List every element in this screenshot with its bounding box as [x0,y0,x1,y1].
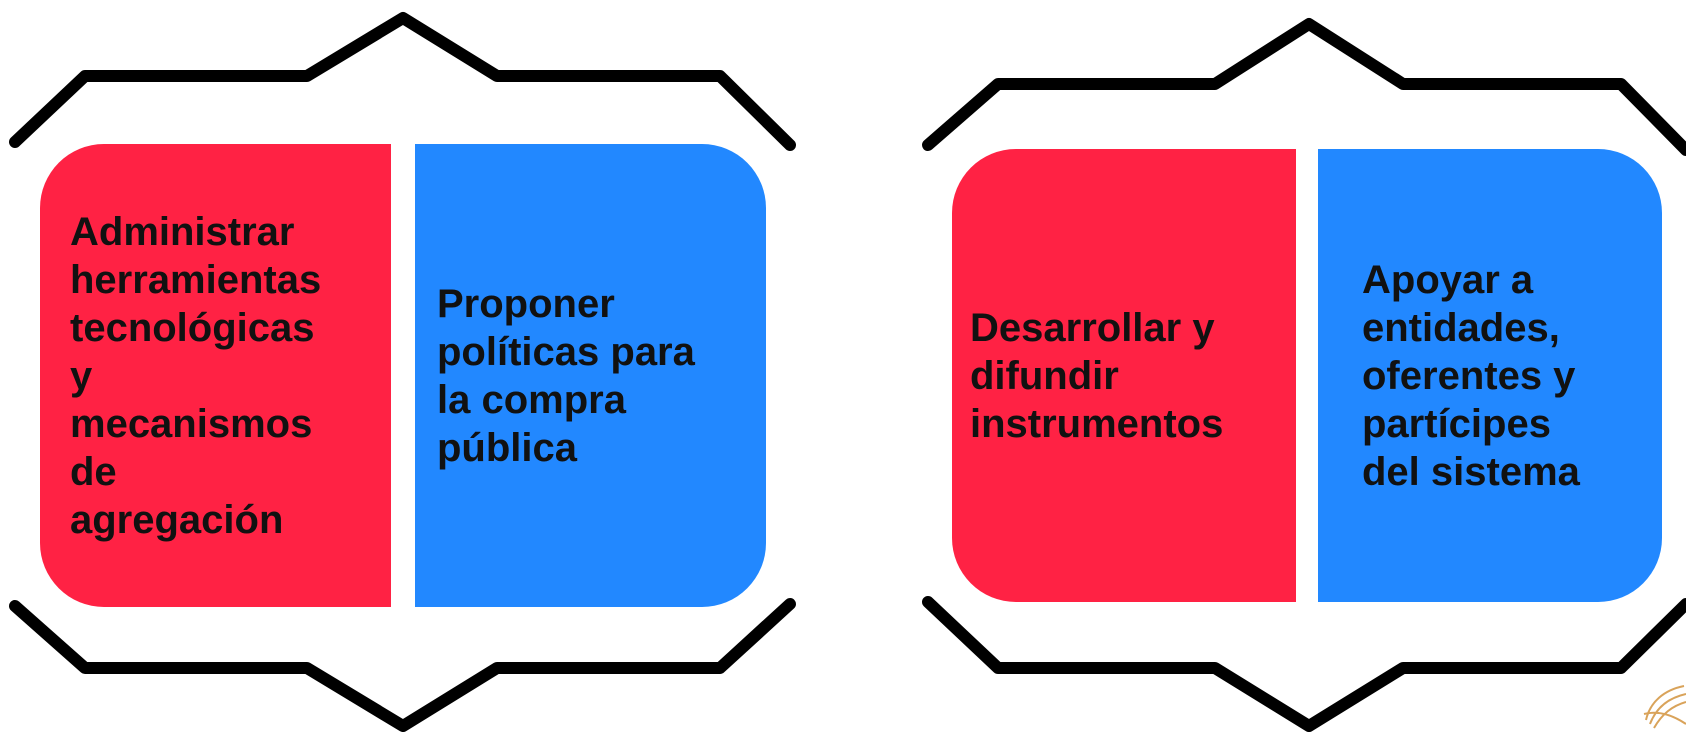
left-top-bracket [9,12,796,151]
right-bottom-bracket [922,596,1686,732]
corner-logo-icon [1643,685,1686,729]
admin-tools-box: Administrar herramientas tecnológicas y … [40,144,391,607]
propose-policies-box: Proponer políticas para la compra públic… [415,144,766,607]
left-bottom-bracket [9,598,796,732]
develop-instruments-text: Desarrollar y difundir instrumentos [970,305,1224,446]
admin-tools-text: Administrar herramientas tecnológicas y … [70,209,322,542]
support-entities-box: Apoyar a entidades, oferentes y partícip… [1318,149,1662,602]
develop-instruments-box: Desarrollar y difundir instrumentos [952,149,1296,602]
propose-policies-text: Proponer políticas para la compra públic… [437,281,695,470]
right-top-bracket [922,18,1686,156]
support-entities-text: Apoyar a entidades, oferentes y partícip… [1362,257,1580,494]
